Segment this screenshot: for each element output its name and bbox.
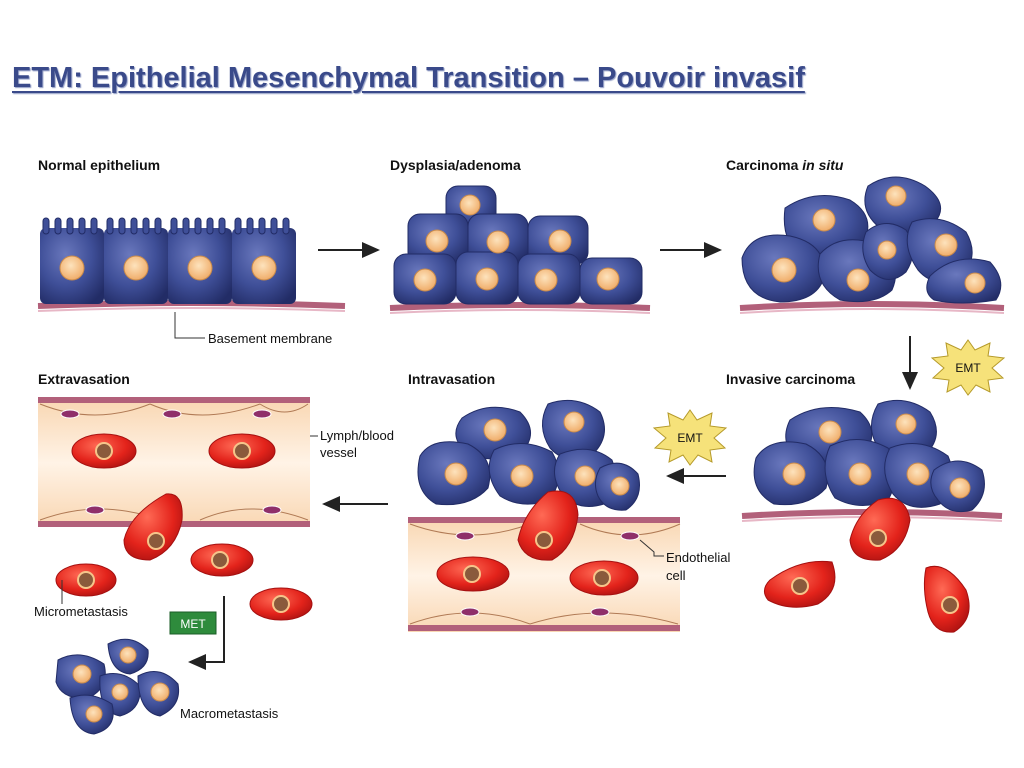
met-badge: MET [169,611,217,635]
stage-label-intravasation: Intravasation [408,371,495,387]
emt-badge-right: EMT [930,339,1006,396]
svg-text:MET: MET [180,617,206,631]
svg-text:EMT: EMT [955,361,981,375]
intravasation-panel: Intravasation [408,371,730,632]
columnar-cells [40,217,296,304]
emt-starburst-icon [652,409,728,466]
extravasation-panel: Extravasation Lymph/blood vessel Microm [34,371,394,735]
stage-label-normal-epithelium: Normal epithelium [38,157,160,173]
annotation-basement-membrane: Basement membrane [208,331,332,346]
carcinoma-in-situ-panel: Carcinoma in situ [726,157,1005,314]
arrow-met-to-macrometastasis [188,596,225,670]
emt-badge-middle: EMT [652,409,728,466]
annotation-vessel-line2: vessel [320,445,357,460]
annotation-endothelial-line1: Endothelial [666,550,730,565]
annotation-macrometastasis: Macrometastasis [180,706,279,721]
annotation-micrometastasis: Micrometastasis [34,604,128,619]
stage-label-extravasation: Extravasation [38,371,130,387]
annotation-endothelial-line2: cell [666,568,686,583]
slide-title: ETM: Epithelial Mesenchymal Transition –… [12,62,805,94]
stage-label-carcinoma-in-situ: Carcinoma in situ [726,157,844,173]
invasive-carcinoma-panel: Invasive carcinoma [726,371,1003,633]
annotation-vessel-line1: Lymph/blood [320,428,394,443]
dysplasia-panel: Dysplasia/adenoma [389,157,651,314]
svg-text:EMT: EMT [677,431,703,445]
stage-label-dysplasia: Dysplasia/adenoma [390,157,521,173]
emt-starburst-icon [930,339,1006,396]
stage-label-invasive-carcinoma: Invasive carcinoma [726,371,855,387]
normal-epithelium-panel: Normal epithelium Basement membrane [37,157,346,346]
